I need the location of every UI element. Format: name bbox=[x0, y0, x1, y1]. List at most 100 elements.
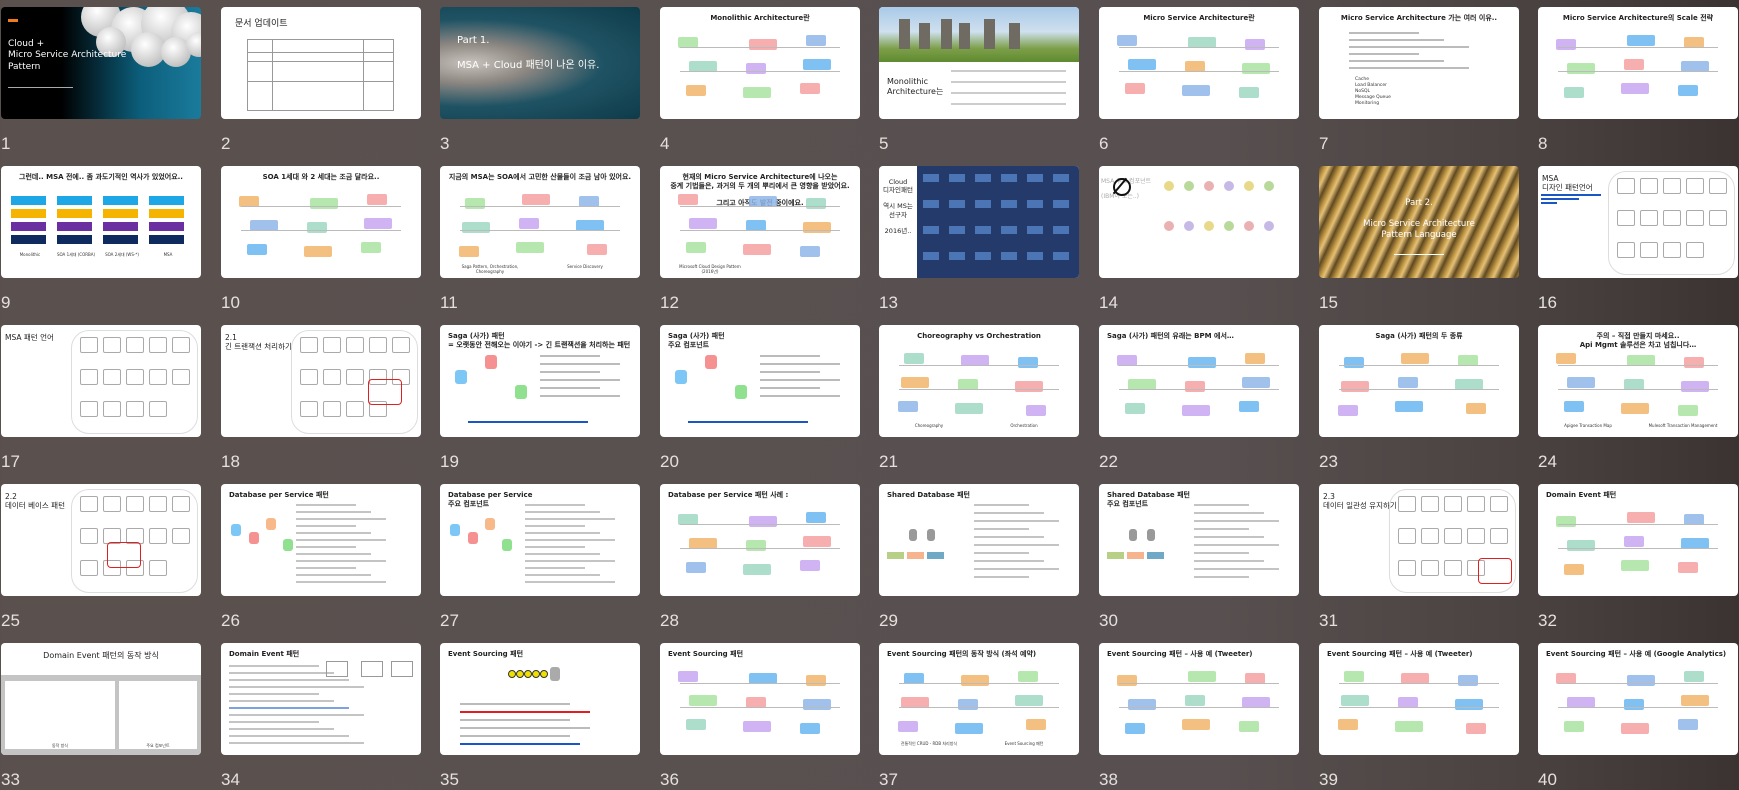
diagram-node bbox=[361, 242, 381, 253]
diagram-node bbox=[1245, 353, 1265, 364]
slide-thumbnail[interactable]: Shared Database 패턴 bbox=[879, 484, 1079, 596]
poster-cell bbox=[975, 252, 991, 260]
diagram-node bbox=[743, 564, 771, 575]
text-line bbox=[974, 560, 1044, 562]
pattern-node bbox=[103, 337, 121, 353]
slide-thumbnail[interactable]: 2.3 데이터 일관성 유지하기 bbox=[1319, 484, 1519, 596]
slide-thumbnail[interactable]: Event Sourcing 패턴 – 사용 예 (Tweeter) bbox=[1099, 643, 1299, 755]
diagram-node bbox=[1015, 695, 1043, 706]
diagram-node bbox=[743, 721, 771, 732]
slide-thumbnail[interactable]: MSA 주요 컴포넌트 (IBM이 보는..) bbox=[1099, 166, 1299, 278]
slide-thumbnail[interactable]: 그런데.. MSA 전에.. 좀 과도기적인 역사가 있었어요..Monolit… bbox=[1, 166, 201, 278]
slide-title: Cloud 디자인패턴 역시 MS는 선구자 2016년.. bbox=[883, 178, 913, 235]
diagram-node bbox=[576, 220, 604, 231]
text-line bbox=[525, 525, 585, 527]
slide-thumbnail[interactable]: 문서 업데이트 bbox=[221, 7, 421, 119]
slide-thumbnail[interactable]: Part 2. Micro Service Architecture Patte… bbox=[1319, 166, 1519, 278]
slide-thumbnail[interactable]: Domain Event 패턴 bbox=[221, 643, 421, 755]
table-line bbox=[272, 40, 273, 110]
list-item: Load Balancer bbox=[1355, 83, 1388, 88]
pattern-node bbox=[1467, 496, 1485, 512]
slide-thumbnail[interactable]: 2.2 데이터 베이스 패턴 bbox=[1, 484, 201, 596]
slide-thumbnail[interactable]: 2.1 긴 트랜잭션 처리하기 bbox=[221, 325, 421, 437]
pattern-node bbox=[1398, 496, 1416, 512]
pattern-node bbox=[1686, 242, 1704, 258]
pattern-language-map bbox=[1608, 171, 1735, 275]
pattern-node bbox=[149, 496, 167, 512]
text-line bbox=[1349, 67, 1469, 69]
slide-thumbnail[interactable]: Cloud + Micro Service Architecture Patte… bbox=[1, 7, 201, 119]
diagram-node bbox=[1185, 61, 1205, 72]
slide-thumbnail[interactable]: Monolithic Architecture는 bbox=[879, 7, 1079, 119]
cloud-design-poster bbox=[917, 166, 1079, 278]
slide-number: 30 bbox=[1099, 611, 1118, 630]
slide-thumbnail[interactable]: Database per Service 주요 컴포넌트 bbox=[440, 484, 640, 596]
slide-number: 5 bbox=[879, 134, 889, 153]
slide-thumbnail[interactable]: Micro Service Architecture란 bbox=[1099, 7, 1299, 119]
slide-thumbnail[interactable]: MSA 디자인 패턴언어 bbox=[1538, 166, 1738, 278]
slide-title: 그런데.. MSA 전에.. 좀 과도기적인 역사가 있었어요.. bbox=[19, 173, 183, 181]
slide-thumbnail[interactable]: Shared Database 패턴 주요 컴포넌트 bbox=[1099, 484, 1299, 596]
pattern-node bbox=[323, 369, 341, 385]
slide-number: 39 bbox=[1319, 770, 1338, 789]
slide-thumbnail[interactable]: Domain Event 패턴 bbox=[1538, 484, 1738, 596]
slide-thumbnail[interactable]: Event Sourcing 패턴 – 사용 예 (Tweeter) bbox=[1319, 643, 1519, 755]
component-node bbox=[1244, 181, 1254, 191]
link-line bbox=[1541, 202, 1557, 204]
table-line bbox=[363, 40, 364, 110]
slide-number: 40 bbox=[1538, 770, 1557, 789]
poster-cell bbox=[923, 174, 939, 182]
diagram-node bbox=[1678, 405, 1698, 416]
diagram-node bbox=[1458, 675, 1478, 686]
slide-number: 18 bbox=[221, 452, 240, 471]
slide-thumbnail[interactable]: Part 1. MSA + Cloud 패턴이 나온 이유. bbox=[440, 7, 640, 119]
service-box bbox=[907, 552, 924, 559]
stone bbox=[1009, 23, 1020, 49]
poster-cell bbox=[923, 252, 939, 260]
slide-thumbnail[interactable]: Event Sourcing 패턴의 동작 방식 (좌석 예약)전통적인 CRU… bbox=[879, 643, 1079, 755]
slide-thumbnail[interactable]: Saga (사가) 패턴 주요 컴포넌트 bbox=[660, 325, 860, 437]
component-node bbox=[1184, 181, 1194, 191]
slide-thumbnail[interactable]: Micro Service Architecture의 Scale 전략 bbox=[1538, 7, 1738, 119]
poster-cell bbox=[1053, 200, 1069, 208]
diagram-node bbox=[1681, 538, 1709, 549]
slide-thumbnail[interactable]: Cloud 디자인패턴 역시 MS는 선구자 2016년.. bbox=[879, 166, 1079, 278]
poster-cell bbox=[1053, 252, 1069, 260]
service-node bbox=[455, 370, 467, 384]
cloud-graphic bbox=[186, 32, 201, 57]
accent-bar bbox=[8, 19, 18, 22]
poster-cell bbox=[949, 200, 965, 208]
diagram-node bbox=[800, 83, 820, 94]
diagram-node bbox=[459, 246, 479, 257]
slide-title: MSA 패턴 언어 bbox=[5, 333, 54, 342]
diagram-node bbox=[1128, 699, 1156, 710]
slide-thumbnail[interactable]: Database per Service 패턴 bbox=[221, 484, 421, 596]
slide-thumbnail[interactable]: Event Sourcing 패턴 bbox=[660, 643, 860, 755]
pattern-node bbox=[1640, 242, 1658, 258]
slide-thumbnail[interactable]: SOA 1세대 와 2 세대는 조금 달라요.. bbox=[221, 166, 421, 278]
connector-line bbox=[1558, 683, 1718, 684]
slide-thumbnail[interactable]: Micro Service Architecture 가는 여러 이유..Cac… bbox=[1319, 7, 1519, 119]
slide-thumbnail[interactable]: Saga (사가) 패턴 = 오랫동안 전해오는 이야기 -> 긴 트랜잭션을 … bbox=[440, 325, 640, 437]
slide-thumbnail[interactable]: MSA 패턴 언어 bbox=[1, 325, 201, 437]
pattern-node bbox=[1686, 178, 1704, 194]
slide-thumbnail[interactable]: 주의 – 직접 만들지 마세요.. Api Mgmt 솔루션은 차고 넘칩니다…… bbox=[1538, 325, 1738, 437]
slide-thumbnail[interactable]: Saga (사가) 패턴의 두 종류 bbox=[1319, 325, 1519, 437]
pattern-node bbox=[323, 401, 341, 417]
highlight-box bbox=[368, 379, 402, 405]
slide-thumbnail[interactable]: Event Sourcing 패턴 bbox=[440, 643, 640, 755]
slide-title: Database per Service 패턴 사례 : bbox=[668, 491, 789, 499]
connector-line bbox=[1339, 389, 1499, 390]
connector-line bbox=[460, 230, 620, 231]
pattern-node bbox=[323, 337, 341, 353]
slide-thumbnail[interactable]: 지금의 MSA는 SOA에서 고민한 산물들이 조금 남아 있어요.Saga P… bbox=[440, 166, 640, 278]
pattern-node bbox=[126, 401, 144, 417]
diagram-node bbox=[1556, 353, 1576, 364]
slide-thumbnail[interactable]: Event Sourcing 패턴 – 사용 예 (Google Analyti… bbox=[1538, 643, 1738, 755]
slide-thumbnail[interactable]: Database per Service 패턴 사례 : bbox=[660, 484, 860, 596]
slide-thumbnail[interactable]: Monolithic Architecture란 bbox=[660, 7, 860, 119]
slide-thumbnail[interactable]: 현재의 Micro Service Architecture에 나오는 중계 기… bbox=[660, 166, 860, 278]
slide-thumbnail[interactable]: Saga (사가) 패턴의 유래는 BPM 에서… bbox=[1099, 325, 1299, 437]
